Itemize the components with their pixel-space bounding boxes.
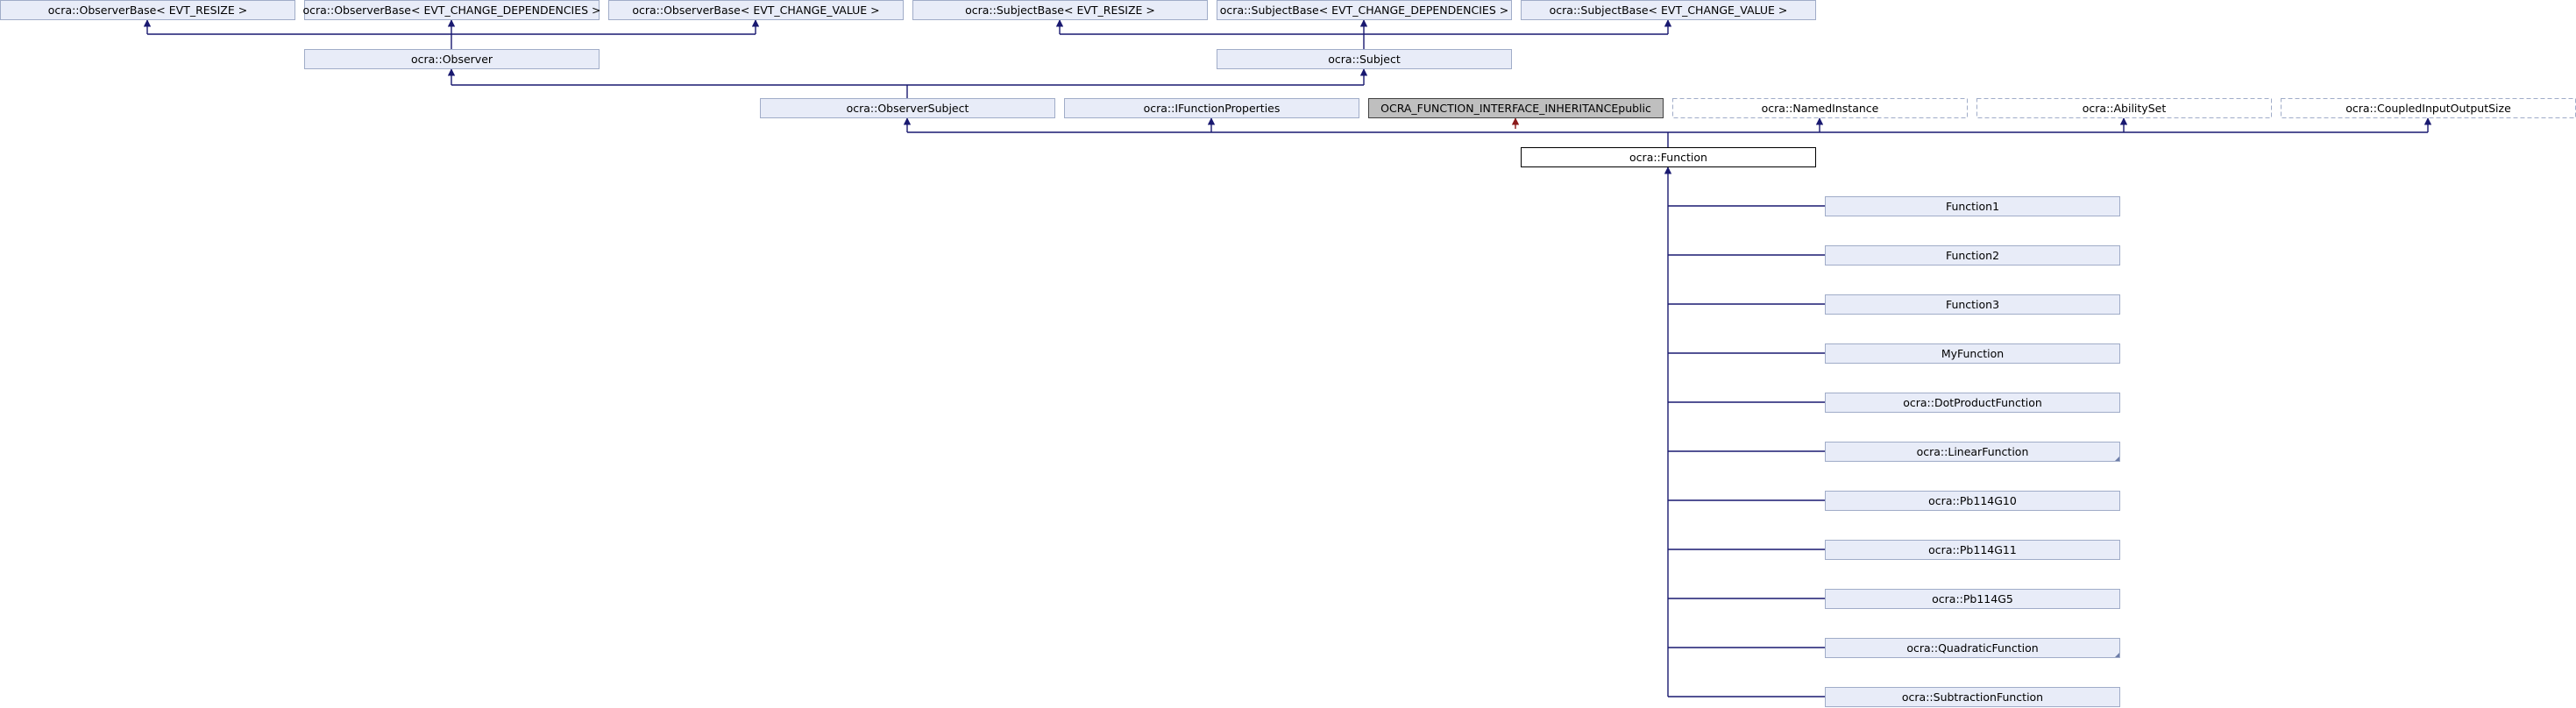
node-label: ocra::SubjectBase< EVT_CHANGE_VALUE > xyxy=(1550,4,1788,17)
class-node-coupled-io-size[interactable]: ocra::CoupledInputOutputSize xyxy=(2281,98,2576,118)
node-label: ocra::SubjectBase< EVT_RESIZE > xyxy=(965,4,1155,17)
node-label: ocra::ObserverBase< EVT_CHANGE_DEPENDENC… xyxy=(302,4,600,17)
node-label: ocra::LinearFunction xyxy=(1917,445,2029,458)
class-node-named-instance[interactable]: ocra::NamedInstance xyxy=(1672,98,1968,118)
node-label: MyFunction xyxy=(1941,347,2004,360)
node-label: ocra::ObserverBase< EVT_CHANGE_VALUE > xyxy=(632,4,879,17)
node-box xyxy=(1217,49,1512,69)
node-box xyxy=(1825,343,2120,364)
class-node-function1[interactable]: Function1 xyxy=(1825,196,2120,216)
node-label: Function1 xyxy=(1946,200,1999,213)
node-box xyxy=(760,98,1055,118)
node-label: OCRA_FUNCTION_INTERFACE_INHERITANCEpubli… xyxy=(1380,102,1651,115)
class-node-ob-resize[interactable]: ocra::ObserverBase< EVT_RESIZE > xyxy=(0,0,295,20)
class-node-function3[interactable]: Function3 xyxy=(1825,294,2120,315)
class-node-ob-change-val[interactable]: ocra::ObserverBase< EVT_CHANGE_VALUE > xyxy=(608,0,904,20)
node-label: ocra::SubjectBase< EVT_CHANGE_DEPENDENCI… xyxy=(1220,4,1508,17)
node-label: ocra::Pb114G5 xyxy=(1932,592,2013,605)
class-node-pb114g10[interactable]: ocra::Pb114G10 xyxy=(1825,491,2120,511)
class-node-observer[interactable]: ocra::Observer xyxy=(304,49,600,69)
truncated-corner-marker xyxy=(2115,653,2119,657)
node-box xyxy=(0,0,295,20)
node-box xyxy=(1825,540,2120,560)
node-label: ocra::ObserverSubject xyxy=(847,102,969,115)
class-node-ifunction-properties[interactable]: ocra::IFunctionProperties xyxy=(1064,98,1359,118)
node-label: ocra::Pb114G11 xyxy=(1928,543,2017,556)
node-box xyxy=(1825,491,2120,511)
node-box xyxy=(1521,147,1816,167)
class-node-observer-subject[interactable]: ocra::ObserverSubject xyxy=(760,98,1055,118)
inheritance-edges xyxy=(143,19,2432,697)
class-node-quadratic-function[interactable]: ocra::QuadraticFunction xyxy=(1825,638,2120,658)
node-label: ocra::QuadraticFunction xyxy=(1906,641,2038,655)
node-box xyxy=(1825,589,2120,609)
node-box xyxy=(1825,393,2120,413)
node-label: ocra::IFunctionProperties xyxy=(1144,102,1281,115)
class-node-subject[interactable]: ocra::Subject xyxy=(1217,49,1512,69)
class-node-sb-resize[interactable]: ocra::SubjectBase< EVT_RESIZE > xyxy=(912,0,1208,20)
node-box xyxy=(1064,98,1359,118)
node-box xyxy=(1825,442,2120,462)
node-label: ocra::NamedInstance xyxy=(1762,102,1879,115)
class-node-linear-function[interactable]: ocra::LinearFunction xyxy=(1825,442,2120,462)
node-label: Function2 xyxy=(1946,249,1999,262)
node-box xyxy=(1825,196,2120,216)
node-box xyxy=(1976,98,2272,118)
truncated-corner-marker xyxy=(2115,457,2119,461)
node-box xyxy=(1825,294,2120,315)
node-box xyxy=(608,0,904,20)
class-node-function2[interactable]: Function2 xyxy=(1825,245,2120,266)
node-label: ocra::Observer xyxy=(411,53,493,66)
node-box xyxy=(1825,245,2120,266)
node-label: ocra::ObserverBase< EVT_RESIZE > xyxy=(48,4,247,17)
class-node-sb-change-dep[interactable]: ocra::SubjectBase< EVT_CHANGE_DEPENDENCI… xyxy=(1217,0,1512,20)
node-label: ocra::DotProductFunction xyxy=(1903,396,2042,409)
node-label: Function3 xyxy=(1946,298,1999,311)
class-node-my-function[interactable]: MyFunction xyxy=(1825,343,2120,364)
class-node-sb-change-val[interactable]: ocra::SubjectBase< EVT_CHANGE_VALUE > xyxy=(1521,0,1816,20)
node-box xyxy=(1217,0,1512,20)
node-label: ocra::CoupledInputOutputSize xyxy=(2345,102,2511,115)
node-label: ocra::Subject xyxy=(1328,53,1401,66)
node-box xyxy=(1825,687,2120,707)
class-node-inheritance-public[interactable]: OCRA_FUNCTION_INTERFACE_INHERITANCEpubli… xyxy=(1368,98,1664,118)
node-label: ocra::Function xyxy=(1629,151,1707,164)
class-node-ob-change-dep[interactable]: ocra::ObserverBase< EVT_CHANGE_DEPENDENC… xyxy=(302,0,601,20)
node-box xyxy=(1672,98,1968,118)
node-box xyxy=(912,0,1208,20)
node-label: ocra::AbilitySet xyxy=(2083,102,2167,115)
node-box xyxy=(304,0,600,20)
node-box xyxy=(1521,0,1816,20)
class-node-function[interactable]: ocra::Function xyxy=(1521,147,1816,167)
node-box xyxy=(1825,638,2120,658)
class-node-pb114g5[interactable]: ocra::Pb114G5 xyxy=(1825,589,2120,609)
class-node-pb114g11[interactable]: ocra::Pb114G11 xyxy=(1825,540,2120,560)
node-box xyxy=(1368,98,1664,118)
node-label: ocra::SubtractionFunction xyxy=(1902,690,2043,704)
class-node-dot-product-function[interactable]: ocra::DotProductFunction xyxy=(1825,393,2120,413)
class-node-subtraction-function[interactable]: ocra::SubtractionFunction xyxy=(1825,687,2120,707)
class-node-ability-set[interactable]: ocra::AbilitySet xyxy=(1976,98,2272,118)
node-box xyxy=(304,49,600,69)
node-label: ocra::Pb114G10 xyxy=(1928,494,2017,507)
